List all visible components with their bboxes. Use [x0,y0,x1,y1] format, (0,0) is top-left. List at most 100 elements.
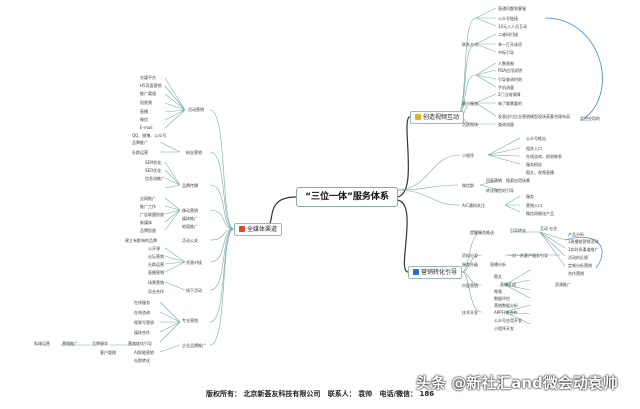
branch-top-right: 创造视频互动 [410,111,465,124]
leaf: 二维码扫描 [498,32,518,37]
leaf: 营销入口 [526,203,542,208]
leaf: A/C通知关注 [462,203,485,208]
leaf: 技术开发 [462,310,478,315]
leaf: AI智能营销 [134,350,154,355]
leaf: 推广工作 [140,204,156,209]
leaf: 营销数据分析 [494,303,518,308]
leaf: 产品分析 [568,232,584,237]
footer: 版权所有： 北京新荟友科技有限公司 联系人： 袁帅 电话/微信： 186 [206,389,434,399]
leaf: 社群转化 [134,358,150,363]
leaf: SEO优化 [145,168,162,173]
leaf: 查询流量 [498,122,514,127]
leaf: 交媒平台 [140,75,156,80]
leaf: 品牌传播 [182,183,198,188]
branch-label: 营销转化引导 [421,269,458,276]
contact-name: 袁帅 [358,390,373,398]
leaf: 资源推广 [555,282,571,287]
leaf: 信息流推广 [145,176,165,181]
leaf: 媒体合作 [134,330,150,335]
leaf: E-mail [140,125,153,130]
leaf: 地面推广 [182,224,198,229]
branch-left: 全媒体渠道 [234,223,283,236]
leaf: 视频号营销 [134,320,154,325]
leaf: 在线咨询，即刻联系 [526,154,562,159]
leaf: 服务粉丝 [526,162,542,167]
leaf: 微信群 [462,183,474,188]
leaf: 公众号推出 [526,136,546,141]
leaf: 直通问题到客服 [498,6,526,11]
leaf: 线下活动 [186,288,202,293]
leaf: 引导查询时刻 [498,77,522,82]
leaf: 公众号应用开发 [494,318,522,323]
leaf: 图文，视频直播 [526,170,554,175]
leaf: 联系方式 [462,42,478,47]
leaf: 数据评估 [494,296,510,301]
leaf: 定制分析营销 [568,263,592,268]
leaf: 1直播前营销活动 [568,239,599,244]
leaf: 微信 [140,117,148,122]
leaf: 人数限制 [498,61,514,66]
leaf: 2门当前保障 [498,92,521,97]
leaf: 小程序开发 [494,326,514,331]
leaf: 移动营销 [182,208,198,213]
branch-label: 全媒体渠道 [247,226,278,233]
leaf: PDA应用说明 [498,68,523,73]
contact-label: 联系人： [327,390,356,398]
leaf: 每了解需要的 [498,101,522,106]
leaf: 品牌投放 [140,228,156,233]
leaf: 在线服务 [134,300,150,305]
leaf: 全网推广 [140,196,156,201]
leaf: 广告联盟投放 [140,212,164,217]
leaf: 活动公关 [182,238,198,243]
leaf: 资源对接 [186,260,202,265]
leaf: H5页面营销 [140,83,162,88]
leaf: 视频 [494,289,502,294]
leaf: 场景营销 [148,280,164,285]
company-name: 北京新荟友科技有限公司 [243,390,321,398]
leaf: 搜索应用场景 [506,178,530,183]
leaf: 微信网格化产品 [526,211,554,216]
leaf: 转化微信的引导 [486,188,514,193]
branch-icon [415,114,421,120]
leaf: 一对一的客户服务引导 [508,253,548,258]
phone-label: 电话/微信： [379,390,418,398]
branch-label: 创造视频互动 [423,114,460,121]
leaf: 活动营销 [188,107,204,112]
leaf: 建立有影响的品牌 [125,238,157,243]
copyright-label: 版权所有： [206,390,241,398]
leaf: 活动的反馈 [568,255,588,260]
leaf: 合作营销 [568,271,584,276]
leaf: 资料分发 [462,253,478,258]
leaf: 社群运营 [132,150,148,155]
leaf: 10元入人员互动 [498,24,528,29]
leaf: 直播分析 [490,262,506,267]
leaf: SEM优化 [145,160,162,165]
leaf: 论坛营销 [148,254,164,259]
leaf: 引导转化 [510,228,526,233]
leaf: 小程序 [462,153,474,158]
leaf: 手机流量 [498,85,514,90]
leaf: 直播营销 [148,270,164,275]
leaf: 直播 [140,109,148,114]
leaf: 服务升级 [462,262,478,267]
leaf: 提醒服务推送 [470,230,494,235]
leaf: 客户服务 [462,101,478,106]
leaf: 短视频 [140,100,152,105]
leaf: 营销转化引导 [128,341,152,346]
leaf: 公开课 [148,246,160,251]
leaf: 回复营销 [486,178,502,183]
leaf: APP开发合作 [494,310,518,315]
leaf: 媒体推广 [182,216,198,221]
leaf: 内容营销 [462,283,478,288]
leaf: 图文 [494,274,502,279]
leaf: 营销推广 [62,341,78,346]
leaf: 1实时多渠道推广 [568,247,599,252]
leaf: 直播互动 [500,282,516,287]
leaf: 品牌推广 [132,140,148,145]
leaf: 监控应用的 [580,116,600,121]
leaf: 粉丝营销 [186,150,202,155]
leaf: 社群运营 [148,262,164,267]
branch-icon [239,226,245,232]
leaf: 中标引导 [498,50,514,55]
leaf: 互动 社交 [540,226,558,231]
